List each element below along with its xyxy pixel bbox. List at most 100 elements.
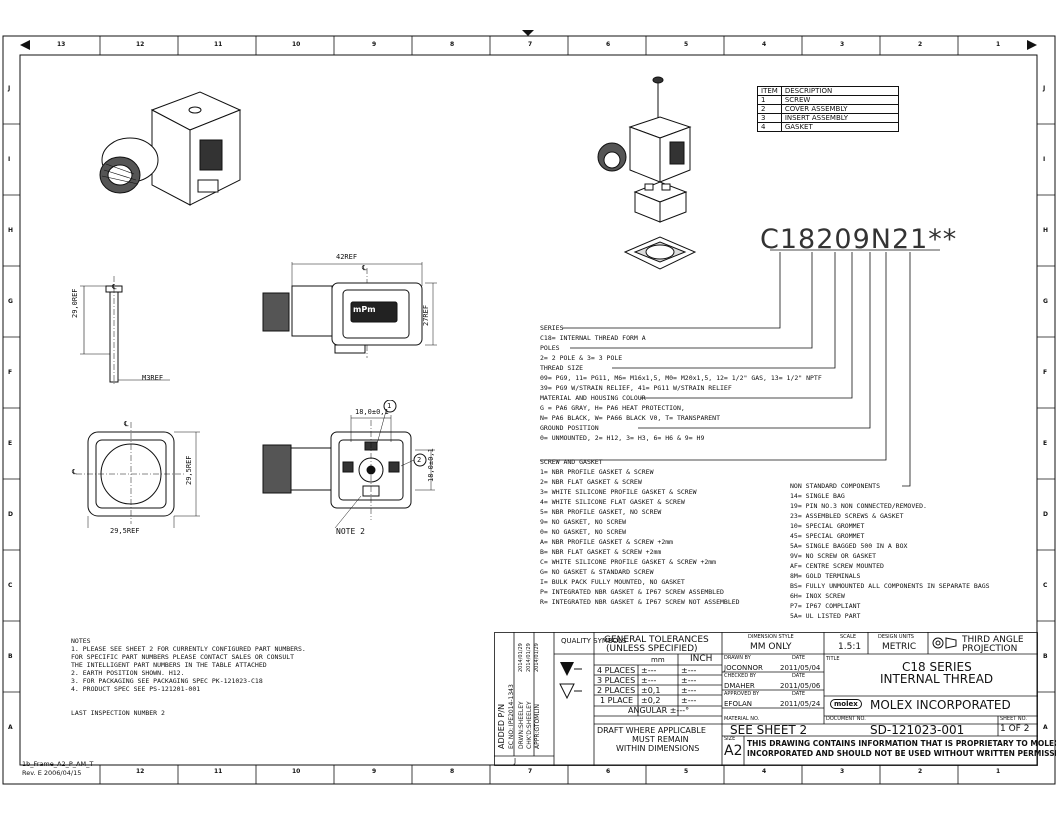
tb-checked-by: DMAHER — [724, 682, 755, 690]
gasket-line-1: SCREW AND GASKET — [540, 458, 603, 466]
note-line-2: 1. PLEASE SEE SHEET 2 FOR CURRENTLY CONF… — [71, 645, 306, 653]
zone-side-e-right: E — [1043, 440, 1048, 447]
tb-drawn-date: 2011/05/04 — [780, 664, 821, 672]
legend-line-5: THREAD SIZE — [540, 364, 584, 372]
centerline-label-left: ℄ — [72, 468, 77, 476]
nsc-line-7: 5A= SINGLE BAGGED 500 IN A BOX — [790, 542, 908, 550]
tb-inch: INCH — [690, 654, 713, 664]
tb-tol-mm-1: ±--- — [641, 666, 657, 675]
tb-projection: THIRD ANGLE PROJECTION — [962, 635, 1024, 654]
nsc-line-2: 14= SINGLE BAG — [790, 492, 845, 500]
dim-42-ref: 42REF — [336, 253, 358, 261]
tb-approved-by-label: APPROVED BY — [724, 691, 760, 697]
tb-size: A2 — [724, 743, 743, 759]
exploded-view — [597, 76, 697, 270]
items-row-1-item: 1 — [757, 95, 782, 105]
legend-line-10: N= PA6 BLACK, W= PA66 BLACK V0, T= TRANS… — [540, 414, 721, 422]
note-line-1: NOTES — [71, 637, 91, 645]
zone-bottom-9: 9 — [372, 768, 377, 775]
tb-tol-sub: (UNLESS SPECIFIED) — [606, 644, 698, 654]
zone-side-j: J — [8, 85, 11, 92]
tb-tol-inch-2: ±--- — [681, 676, 697, 685]
gasket-line-3: 2= NBR FLAT GASKET & SCREW — [540, 478, 642, 486]
legend-line-9: G = PA6 GRAY, H= PA6 HEAT PROTECTION, — [540, 404, 685, 412]
tb-design-units-label: DESIGN UNITS — [878, 634, 914, 640]
zone-bottom-2: 2 — [918, 768, 923, 775]
tb-tol-mm-2: ±--- — [641, 676, 657, 685]
nsc-line-6: 45= SPECIAL GROMMET — [790, 532, 865, 540]
tb-tol-row-4: 1 PLACE — [600, 696, 634, 705]
zone-top-13: 13 — [57, 41, 66, 48]
centerline-label-side: ℄ — [362, 264, 367, 272]
nsc-line-3: 19= PIN NO.3 NON CONNECTED/REMOVED. — [790, 502, 927, 510]
tb-drawn-by: JOCONNOR — [724, 664, 763, 672]
tb-date-label-3: DATE — [792, 691, 806, 697]
zone-side-d: D — [8, 511, 13, 518]
legend-line-1: SERIES — [540, 324, 564, 332]
zone-bottom-6: 6 — [606, 768, 611, 775]
tb-mm: mm — [651, 656, 665, 664]
zone-bottom-8: 8 — [450, 768, 455, 775]
tb-date-2: 2014/01/29 — [526, 643, 532, 672]
legend-line-6: 09= PG9, 11= PG11, M6= M16x1,5, M0= M20x… — [540, 374, 822, 382]
zone-top-9: 9 — [372, 41, 377, 48]
tb-proprietary-2: INCORPORATED AND SHOULD NOT BE USED WITH… — [747, 749, 1056, 758]
tb-material-label: MATERIAL NO. — [724, 716, 760, 722]
legend-line-7: 39= PG9 W/STRAIN RELIEF, 41= PG11 W/STRA… — [540, 384, 732, 392]
tb-angular: ANGULAR ±---° — [628, 706, 690, 715]
tb-tol-title: GENERAL TOLERANCES — [604, 635, 709, 645]
items-row-2-desc: COVER ASSEMBLY — [780, 104, 899, 114]
gasket-line-5: 4= WHITE SILICONE FLAT GASKET & SCREW — [540, 498, 685, 506]
legend-line-12: 0= UNMOUNTED, 2= H12, 3= H3, 6= H6 & 9= … — [540, 434, 705, 442]
tb-drawn-by-label: DRAWN BY — [724, 655, 751, 661]
centerline-label-screw: ℄ — [112, 283, 117, 291]
dim-m3-ref: M3REF — [142, 374, 164, 382]
tb-material: SEE SHEET 2 — [730, 723, 808, 737]
zone-bottom-3: 3 — [840, 768, 845, 775]
legend-line-8: MATERIAL AND HOUSING COLOUR — [540, 394, 646, 402]
nsc-line-5: 10= SPECIAL GROMMET — [790, 522, 865, 530]
dim-18-width: 18,0±0,1 — [355, 408, 389, 416]
callout-2: 2 — [417, 456, 422, 464]
dim-27-ref: 27REF — [422, 304, 430, 326]
zone-side-c-right: C — [1043, 582, 1048, 589]
zone-bottom-12: 12 — [136, 768, 145, 775]
gasket-top-view — [76, 422, 200, 528]
tb-approved-by: EFOLAN — [724, 700, 753, 708]
tb-sheet: 1 OF 2 — [1000, 724, 1030, 734]
tb-tol-mm-4: ±0,2 — [641, 696, 661, 705]
zone-top-2: 2 — [918, 41, 923, 48]
tb-scale-label: SCALE — [840, 634, 857, 640]
tb-tol-row-1: 4 PLACES — [597, 666, 636, 675]
zone-top-11: 11 — [214, 41, 223, 48]
legend-line-2: C18= INTERNAL THREAD FORM A — [540, 334, 646, 342]
gasket-line-8: 0= NO GASKET, NO SCREW — [540, 528, 627, 536]
zone-side-g-right: G — [1043, 298, 1048, 305]
zone-side-e: E — [8, 440, 13, 447]
zone-side-a-right: A — [1043, 724, 1048, 731]
gasket-line-9: A= NBR PROFILE GASKET & SCREW +2mm — [540, 538, 674, 546]
tb-appr: APPR:GTOMLIN — [534, 704, 541, 749]
connector-side-view — [262, 262, 437, 358]
tb-sheet-label: SHEET NO. — [1000, 716, 1027, 722]
tb-approved-date: 2011/05/24 — [780, 700, 821, 708]
zone-top-8: 8 — [450, 41, 455, 48]
gasket-line-10: B= NBR FLAT GASKET & SCREW +2mm — [540, 548, 662, 556]
zone-top-1: 1 — [996, 41, 1001, 48]
nsc-line-14: 5A= UL LISTED PART — [790, 612, 861, 620]
note-line-7: 4. PRODUCT SPEC SEE PS-121201-001 — [71, 685, 201, 693]
items-row-3-desc: INSERT ASSEMBLY — [780, 113, 899, 123]
gasket-line-11: C= WHITE SILICONE PROFILE GASKET & SCREW… — [540, 558, 717, 566]
tb-company: MOLEX INCORPORATED — [870, 698, 1011, 712]
dim-29-ref: 29,0REF — [71, 288, 79, 318]
items-row-4-item: 4 — [757, 122, 782, 132]
tb-design-units: METRIC — [882, 642, 917, 652]
nsc-line-9: AF= CENTRE SCREW MOUNTED — [790, 562, 884, 570]
zone-side-d-right: D — [1043, 511, 1048, 518]
tb-chkd: CHK'D:SHEELEY — [526, 701, 533, 749]
tb-date-label-2: DATE — [792, 673, 806, 679]
zone-side-b: B — [8, 653, 13, 660]
note-line-6: 3. FOR PACKAGING SEE PACKAGING SPEC PK-1… — [71, 677, 263, 685]
zone-top-10: 10 — [292, 41, 301, 48]
